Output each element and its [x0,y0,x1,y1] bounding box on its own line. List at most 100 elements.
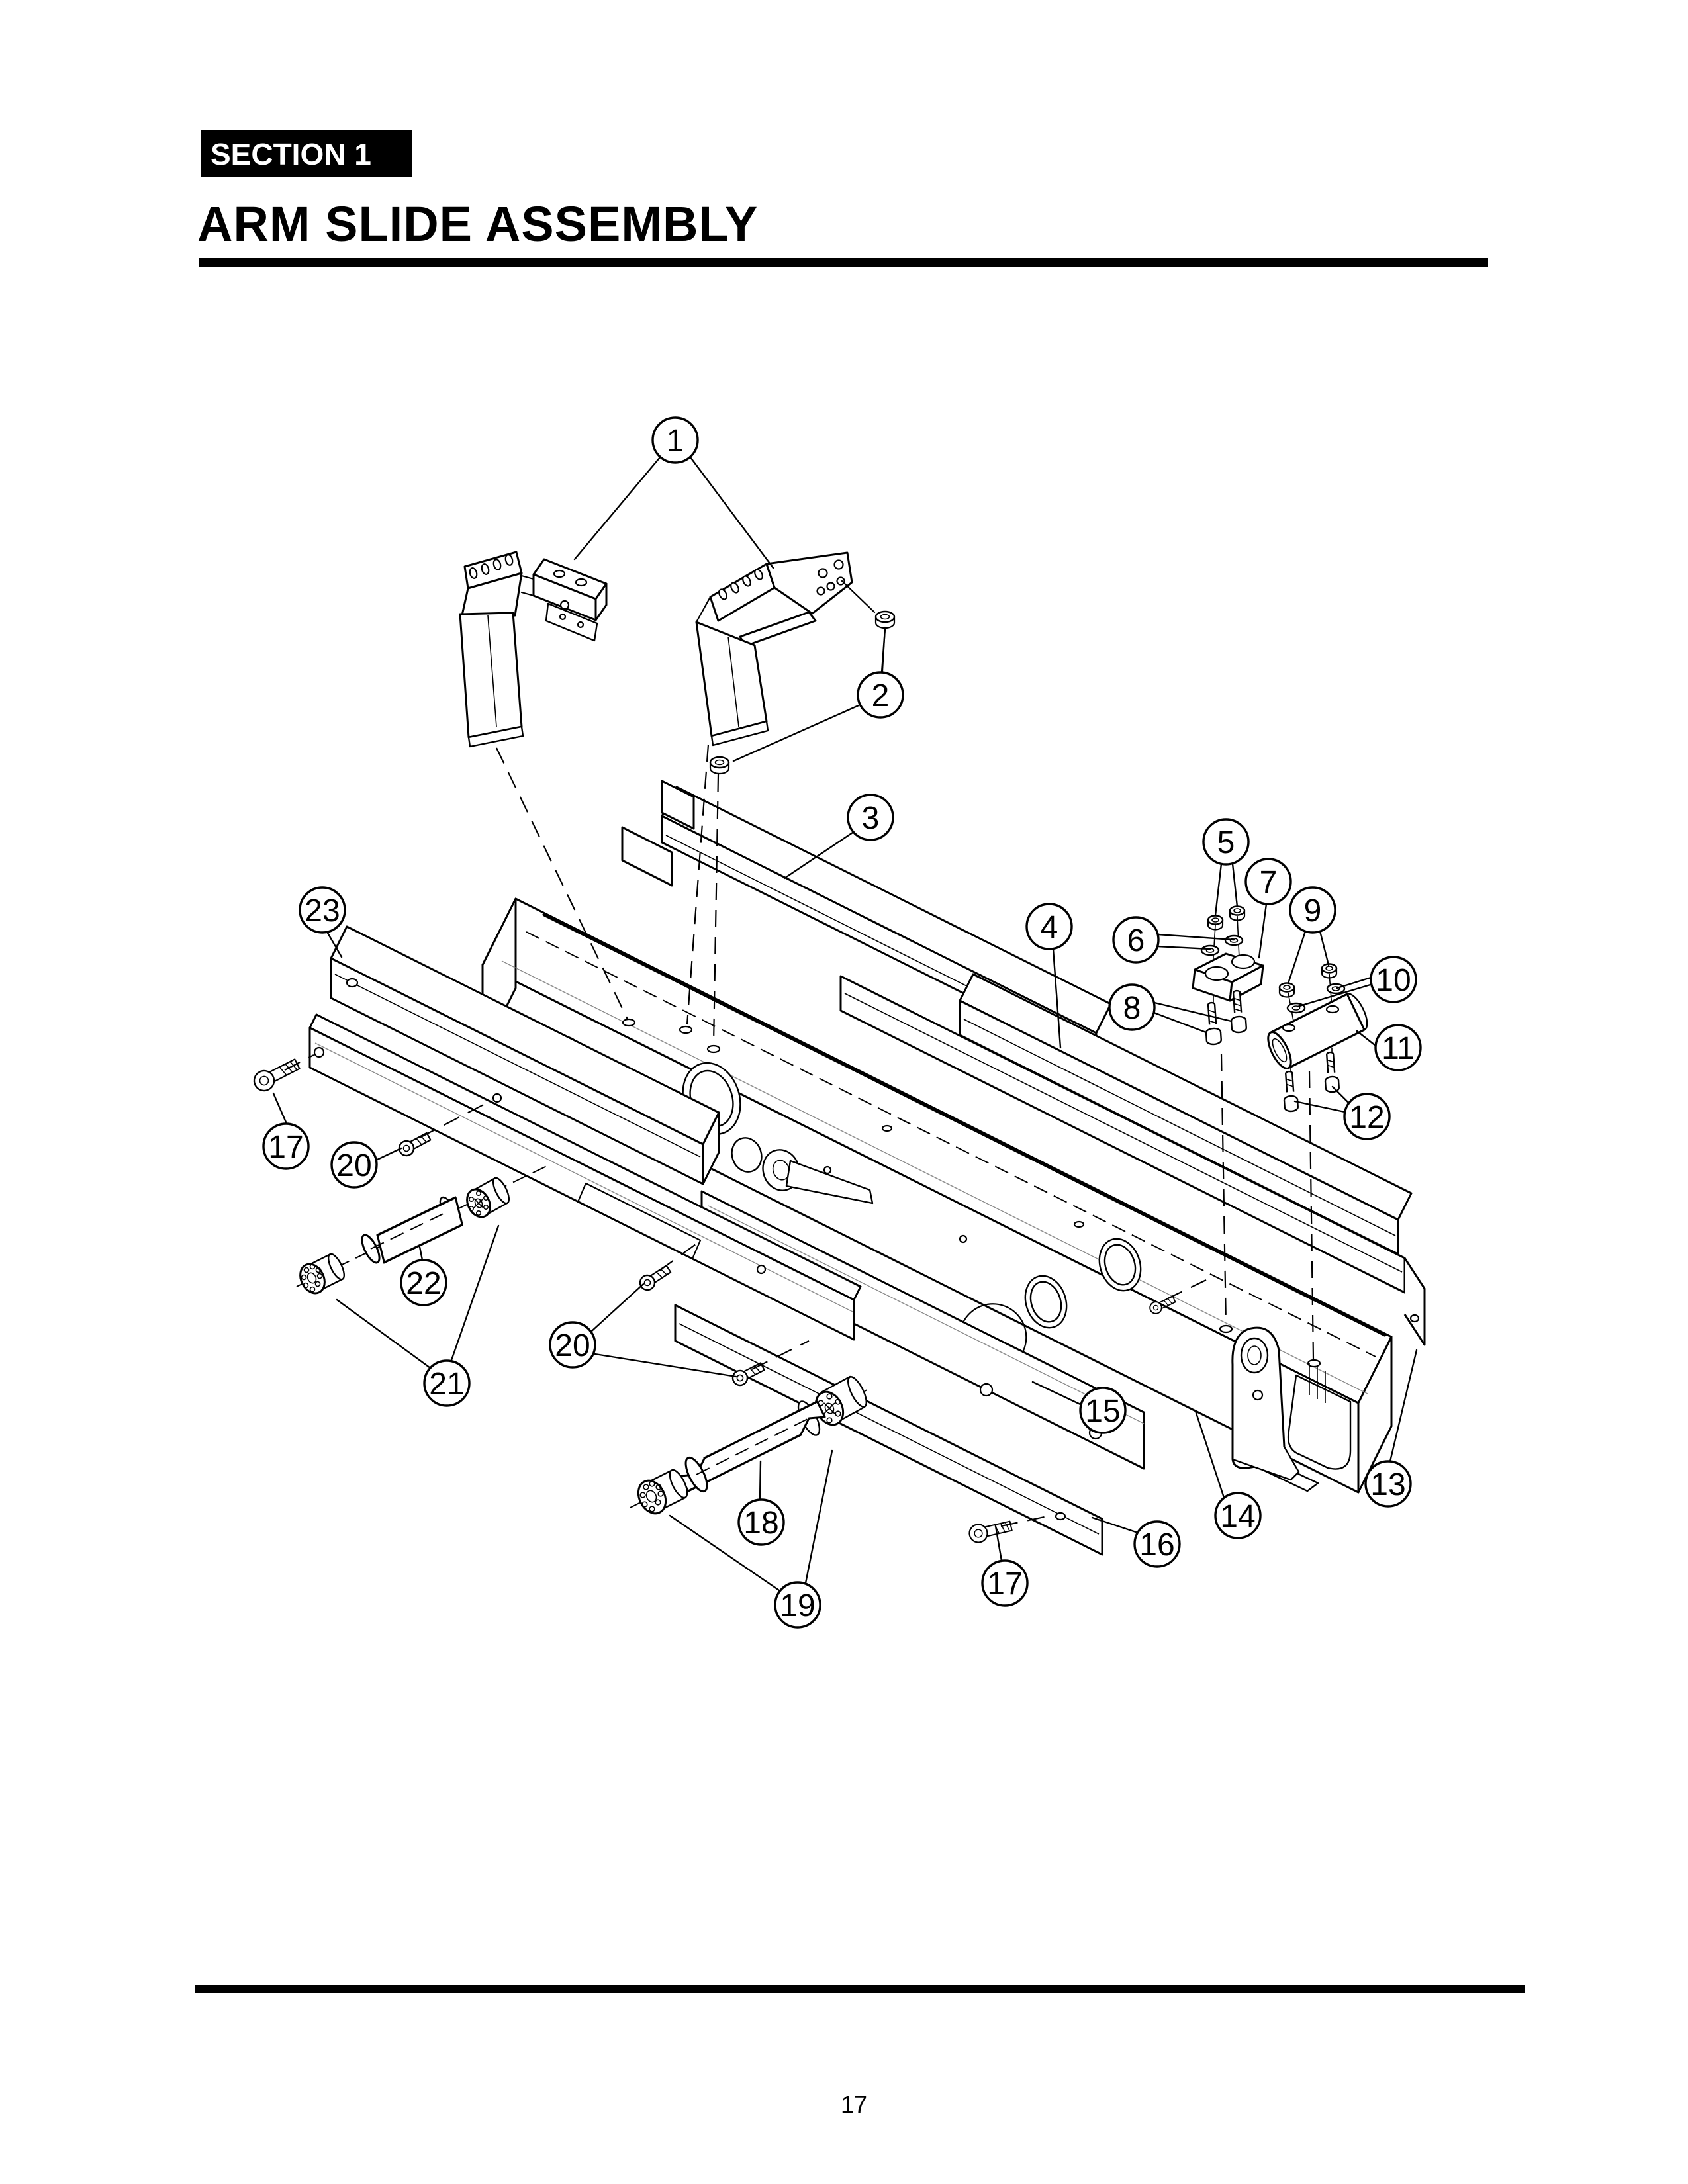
callout-circle [549,1321,596,1369]
part-screw-17-left [250,1054,303,1095]
callout-15: 15 [1031,1381,1127,1434]
section-label-box [201,130,412,177]
callout-7: 7 [1244,858,1292,959]
callout-number: 17 [268,1130,303,1165]
callout-leader [1319,930,1330,966]
part-screw-20-b [636,1261,674,1294]
callout-circle [400,1259,447,1306]
part-bracket-right [695,551,853,747]
callout-leader [1091,1516,1137,1533]
callout-number: 6 [1127,923,1145,958]
part-cap-21 [299,1253,346,1295]
callout-4: 4 [1025,903,1073,1049]
callout-20: 20 [330,1141,402,1189]
callout-number: 16 [1139,1527,1174,1563]
callout-leader [1293,1100,1346,1113]
callout-leader [1157,933,1235,941]
callout-17: 17 [981,1525,1029,1607]
callout-circle [857,671,904,719]
part-screw-20-a [395,1129,433,1160]
callout-leader [804,1449,833,1584]
callout-18: 18 [737,1460,785,1546]
callout-leader [1336,976,1372,989]
callout-circle [847,794,894,841]
callout-circle [1108,983,1156,1031]
callout-circle [1289,886,1336,934]
callout-leader [1153,1001,1233,1023]
footer: 17 [195,1985,1525,2118]
callout-number: 10 [1376,963,1411,998]
header-rule [199,258,1488,267]
callout-17: 17 [262,1092,310,1170]
section-label: SECTION 1 [211,137,371,171]
callout-number: 5 [1217,825,1235,860]
callout-number: 7 [1260,865,1278,900]
callout-circle [1214,1492,1262,1539]
callout-leader [1052,948,1062,1049]
callout-number: 9 [1304,893,1322,929]
callout-3: 3 [783,794,894,880]
callout-circle [981,1559,1029,1607]
callout-circle [651,416,699,464]
callout-number: 15 [1085,1394,1120,1429]
callout-leader [573,456,661,561]
callout-22: 22 [400,1246,447,1306]
part-bracket-14 [1231,1326,1300,1481]
callout-leader [1356,1030,1377,1047]
callout-circle [1374,1024,1422,1071]
page-number: 17 [841,2091,867,2118]
callout-leader [1296,983,1372,1008]
callout-circle [1244,858,1292,905]
callout-leader [449,1224,500,1363]
callout-number: 11 [1382,1031,1415,1066]
part-block-7-hardware [1192,905,1264,1046]
callout-circle [1079,1387,1127,1434]
callout-circle [299,886,346,934]
callout-circle [262,1122,310,1170]
callout-23: 23 [299,886,346,958]
callout-leader [1258,903,1268,959]
callout-2: 2 [732,627,904,762]
callout-leader [336,1298,432,1369]
callout-leader [689,456,774,569]
callout-number: 20 [555,1328,590,1363]
callout-leader [1231,862,1239,908]
callout-circle [1343,1093,1391,1140]
callout-leader [1331,1085,1350,1105]
callout-19: 19 [669,1449,833,1629]
callout-5: 5 [1202,818,1250,917]
part-rail-16 [674,1304,1103,1556]
callout-8: 8 [1108,983,1233,1034]
callout-number: 21 [429,1367,464,1402]
callout-leader [1214,862,1223,917]
callout-number: 20 [336,1148,371,1183]
part-bar-23 [330,925,720,1185]
callout-number: 18 [743,1506,778,1541]
callouts-layer: 1234567891011121314151617171819202021222… [262,416,1422,1629]
callout-number: 22 [406,1266,441,1301]
callout-leader [418,1246,424,1261]
callout-circle [1133,1520,1181,1568]
callout-number: 1 [667,424,684,459]
callout-leader [1194,1410,1225,1499]
callout-14: 14 [1194,1410,1262,1539]
callout-number: 8 [1123,991,1141,1026]
callout-number: 17 [987,1567,1022,1602]
part-roller-21-flanged [466,1177,510,1218]
callout-9: 9 [1287,886,1336,985]
callout-leader [590,1283,645,1333]
part-screw-17-bottom [966,1516,1014,1545]
callout-leader [326,931,343,958]
callout-20: 20 [549,1283,737,1378]
callout-16: 16 [1091,1516,1181,1568]
callout-leader [1156,945,1211,950]
callout-number: 14 [1220,1499,1255,1534]
callout-leader [594,1353,737,1378]
callout-circle [1364,1460,1412,1508]
callout-leader [759,1460,762,1501]
callout-leader [732,704,860,762]
callout-number: 4 [1041,910,1058,945]
header: SECTION 1 ARM SLIDE ASSEMBLY [197,130,1488,267]
